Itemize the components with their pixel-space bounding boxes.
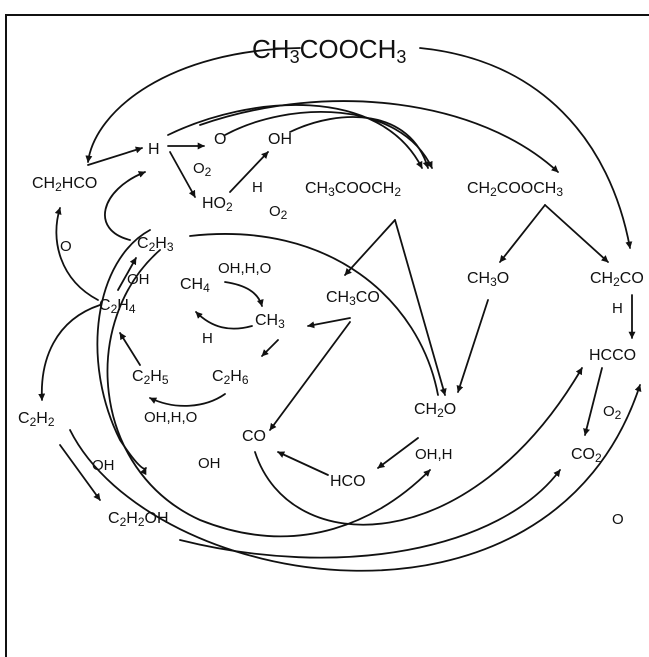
arrow-c2h4-to-ch2hco [54, 207, 99, 301]
species-c2h3: C2H3 [137, 235, 174, 254]
species-co2: CO2 [571, 446, 602, 465]
reactant-o2-top: O2 [193, 160, 212, 179]
species-o: O [214, 131, 227, 148]
arrow-ch4-to-ch3 [224, 281, 264, 307]
arrow-ho2-to-oh [229, 151, 269, 193]
arrow-ch3co-to-ch3 [307, 317, 351, 329]
arrow-ch3-to-c2h6 [261, 339, 279, 357]
species-oh: OH [268, 131, 292, 148]
species-ho2: HO2 [202, 195, 233, 214]
species-hcco: HCCO [589, 347, 637, 364]
curve-to-c2h2oh [96, 229, 151, 476]
species-c2h4: C2H4 [99, 297, 136, 316]
arrow-ch2cooch3-to-ch2co [544, 204, 609, 263]
arrow-c2h3-to-ch2o [189, 233, 439, 396]
arrow-ch2hco-to-h [87, 146, 143, 166]
species-ch3o: CH3O [467, 270, 510, 289]
arrow-ch2cooch3-to-ch3o [499, 204, 546, 263]
title-text: CH3COOCH3 [252, 34, 407, 67]
species-ch2hco: CH2HCO [32, 175, 98, 194]
title-species: CH3COOCH3 [252, 34, 407, 67]
species-ch2cooch3: CH2COOCH3 [467, 180, 564, 199]
species-ch3: CH3 [255, 312, 285, 331]
reactant-ohh-ch2o: OH,H [415, 446, 453, 463]
arrow-ch3o-to-ch2o [456, 299, 489, 393]
species-co: CO [242, 428, 266, 445]
arrow-ch3co-to-co [269, 321, 351, 431]
species-ch3cooch2: CH3COOCH2 [305, 180, 402, 199]
reactant-o-left: O [60, 238, 72, 255]
reactant-o-right: O [612, 511, 624, 528]
species-c2h2: C2H2 [18, 410, 55, 429]
species-c2h5: C2H5 [132, 368, 169, 387]
arrow-ch3cooch2-to-ch2o [394, 219, 447, 396]
species-c2h6: C2H6 [212, 368, 249, 387]
arrow-ch3cooch3-to-ch2hco [85, 47, 301, 163]
arrow-ch3-to-ch4 [195, 311, 253, 330]
arrow-to-ch2cooch3 [199, 100, 559, 173]
arrow-hcco-to-co2 [583, 367, 603, 436]
reactant-ohho-ch4: OH,H,O [218, 260, 272, 277]
curve-c2h2-to-hcco [69, 384, 642, 572]
arrow-ch3cooch2-to-ch3co [344, 219, 396, 276]
arrow-hco-to-co [277, 451, 329, 476]
arrow-c2h4-to-c2h2 [38, 304, 101, 401]
curve-c2h3-lower [106, 249, 431, 538]
reactant-oh-c2h4: OH [127, 271, 150, 288]
reactant-h-ch2co: H [612, 300, 623, 317]
arrow-ch2o-to-hco [377, 437, 419, 469]
arrow-h-to-ho2 [169, 151, 196, 198]
species-ch2o: CH2O [414, 401, 457, 420]
reactant-h-ch3: H [202, 330, 213, 347]
reactant-oh-c2h2: OH [92, 457, 115, 474]
arrow-c2h3-to-h [104, 171, 146, 241]
species-ch3co: CH3CO [326, 289, 380, 308]
arrow-oh-to-ch3cooch2 [289, 116, 430, 169]
arrow-h-to-ch3cooch2 [167, 104, 423, 169]
species-ch2co: CH2CO [590, 270, 644, 289]
arrow-ch3cooch3-to-ch2co [419, 47, 633, 249]
reactant-oh-co: OH [198, 455, 221, 472]
species-h: H [148, 141, 160, 158]
species-ch4: CH4 [180, 276, 210, 295]
diagram-frame [5, 14, 649, 657]
arrow-c2h5-to-c2h4 [119, 332, 141, 366]
species-hco: HCO [330, 473, 366, 490]
species-c2h2oh: C2H2OH [108, 510, 169, 529]
curve-co-to-hcco [254, 367, 583, 526]
reactant-o2-mid: O2 [269, 203, 288, 222]
reactant-h-top: H [252, 179, 263, 196]
curve-c2h2oh-to-co2 [179, 469, 561, 559]
arrow-c2h4-to-c2h3 [117, 257, 137, 291]
reactant-o2-hcco: O2 [603, 403, 622, 422]
arrow-c2h2-to-c2h2oh [59, 444, 101, 501]
reactant-ohho-c2h6: OH,H,O [144, 409, 198, 426]
arrow-c2h6-to-c2h5 [149, 393, 226, 407]
